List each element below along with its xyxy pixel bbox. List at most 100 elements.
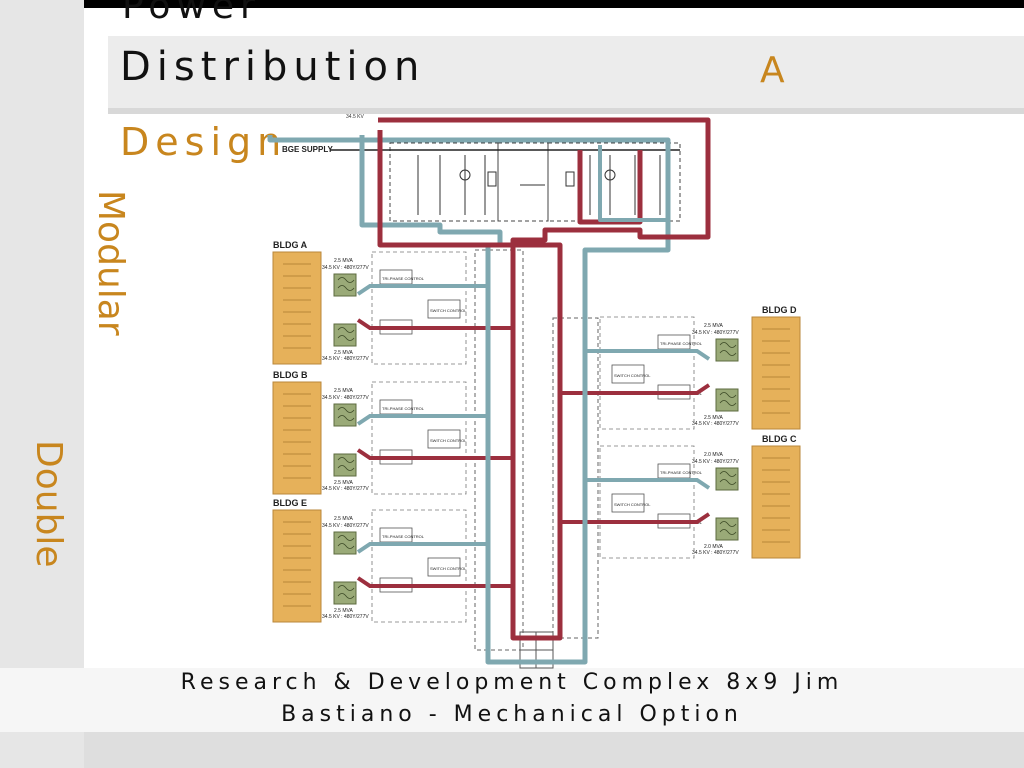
transformer-rating: 2.0 MVA bbox=[704, 544, 723, 550]
transformer bbox=[333, 581, 357, 605]
building-block bbox=[272, 381, 322, 495]
transformer bbox=[715, 467, 739, 491]
transformer-rating: 2.0 MVA bbox=[704, 452, 723, 458]
transformer-rating: 2.5 MVA bbox=[334, 388, 353, 394]
tri-phase-label: TRI-PHASE CONTROL bbox=[382, 534, 425, 539]
building-block bbox=[751, 316, 801, 430]
transformer bbox=[333, 273, 357, 297]
building-feeder-red bbox=[356, 448, 513, 460]
slide-title-top: Power bbox=[122, 0, 261, 27]
transformer-voltage: 34.5 KV : 480Y/277V bbox=[692, 421, 739, 427]
control-enclosure bbox=[371, 251, 467, 365]
transformer bbox=[715, 517, 739, 541]
transformer-voltage: 34.5 KV : 480Y/277V bbox=[692, 330, 739, 336]
tri-phase-label: TRI-PHASE CONTROL bbox=[382, 406, 425, 411]
transformer-voltage: 34.5 KV : 480Y/277V bbox=[322, 486, 369, 492]
building-name: BLDG A bbox=[273, 240, 308, 250]
building-feeder-blue bbox=[356, 284, 488, 296]
footer-line-1: Research & Development Complex 8x9 Jim bbox=[180, 670, 844, 695]
supply-switchgear-left bbox=[389, 142, 499, 222]
transformer-voltage: 34.5 KV : 480Y/277V bbox=[692, 550, 739, 556]
slide-title-main: Distribution bbox=[120, 44, 426, 90]
building-feeder-red bbox=[560, 383, 711, 395]
transformer-rating: 2.5 MVA bbox=[704, 415, 723, 421]
transformer-voltage: 34.5 KV : 480Y/277V bbox=[322, 356, 369, 362]
building-block bbox=[272, 251, 322, 365]
building-block bbox=[272, 509, 322, 623]
building-name: BLDG E bbox=[273, 498, 307, 508]
transformer-voltage: 34.5 KV : 480Y/277V bbox=[692, 459, 739, 465]
transformer-rating: 2.5 MVA bbox=[704, 323, 723, 329]
supply-voltage: 34.5 KV bbox=[346, 114, 364, 120]
footer-bar bbox=[84, 732, 1024, 768]
switch-label: SWITCH CONTROL bbox=[614, 373, 651, 378]
building-name: BLDG C bbox=[762, 434, 797, 444]
vertical-label-modular: Modular bbox=[90, 190, 131, 336]
footer-band bbox=[0, 668, 1024, 732]
switch-label: SWITCH CONTROL bbox=[430, 438, 467, 443]
supply-meter-right-icon bbox=[604, 169, 616, 181]
transformer-voltage: 34.5 KV : 480Y/277V bbox=[322, 265, 369, 271]
transformer-rating: 2.5 MVA bbox=[334, 480, 353, 486]
transformer bbox=[715, 338, 739, 362]
building-feeder-red bbox=[356, 576, 513, 588]
transformer-voltage: 34.5 KV : 480Y/277V bbox=[322, 523, 369, 529]
slide-subtitle: Design bbox=[120, 120, 288, 164]
transformer-rating: 2.5 MVA bbox=[334, 608, 353, 614]
slide-title-accent: A bbox=[760, 50, 791, 91]
feeder-blue-loop bbox=[267, 135, 671, 665]
building-name: BLDG B bbox=[273, 370, 308, 380]
control-enclosure bbox=[599, 445, 695, 559]
switch-control bbox=[611, 364, 645, 384]
transformer-rating: 2.5 MVA bbox=[334, 350, 353, 356]
supply-breakers bbox=[417, 155, 661, 215]
feeder-red-loop bbox=[377, 117, 711, 641]
building-feeder-red bbox=[356, 318, 513, 330]
switch-label: SWITCH CONTROL bbox=[614, 502, 651, 507]
transformer-rating: 2.5 MVA bbox=[334, 516, 353, 522]
switch-label: SWITCH CONTROL bbox=[430, 308, 467, 313]
switch-control bbox=[427, 429, 461, 449]
tri-phase-label: TRI-PHASE CONTROL bbox=[660, 341, 703, 346]
feeder-blue-tap bbox=[598, 145, 668, 222]
supply-relay-right-icon bbox=[565, 171, 575, 187]
top-black-strip bbox=[84, 0, 1024, 8]
transformer bbox=[333, 531, 357, 555]
building-feeder-blue bbox=[356, 542, 488, 554]
building-block bbox=[751, 445, 801, 559]
title-banner bbox=[108, 36, 1024, 110]
footer-line-2: Bastiano - Mechanical Option bbox=[281, 702, 743, 727]
supply-tie-section bbox=[497, 142, 549, 222]
left-sidebar-bar bbox=[0, 0, 84, 768]
switch-control bbox=[611, 493, 645, 513]
transformer-voltage: 34.5 KV : 480Y/277V bbox=[322, 395, 369, 401]
building-feeder-red bbox=[560, 512, 711, 524]
transformer-voltage: 34.5 KV : 480Y/277V bbox=[322, 614, 369, 620]
title-banner-shadow bbox=[108, 108, 1024, 114]
building-feeder-blue bbox=[356, 414, 488, 426]
building-feeder-blue bbox=[585, 349, 711, 361]
supply-label: BGE SUPPLY bbox=[282, 145, 333, 154]
building-feeder-blue bbox=[585, 478, 711, 490]
tri-phase-label: TRI-PHASE CONTROL bbox=[660, 470, 703, 475]
tri-phase-label: TRI-PHASE CONTROL bbox=[382, 276, 425, 281]
switch-control bbox=[427, 299, 461, 319]
supply-meter-left-icon bbox=[459, 169, 471, 181]
supply-relay-left-icon bbox=[487, 171, 497, 187]
switch-control bbox=[427, 557, 461, 577]
switch-label: SWITCH CONTROL bbox=[430, 566, 467, 571]
transformer bbox=[333, 403, 357, 427]
building-name: BLDG D bbox=[762, 305, 797, 315]
transformer bbox=[333, 453, 357, 477]
control-enclosure bbox=[599, 316, 695, 430]
control-enclosure bbox=[371, 509, 467, 623]
control-enclosure bbox=[371, 381, 467, 495]
vertical-label-double: Double bbox=[28, 440, 69, 568]
transformer bbox=[333, 323, 357, 347]
